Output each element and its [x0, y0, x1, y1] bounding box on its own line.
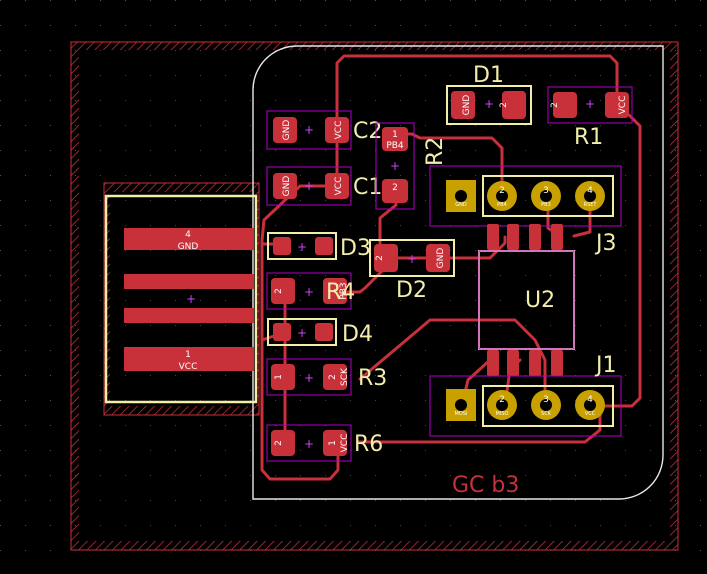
svg-text:+: +: [585, 97, 595, 111]
svg-text:+: +: [304, 437, 314, 451]
svg-text:PB3: PB3: [339, 282, 349, 299]
svg-text:VCC: VCC: [585, 411, 596, 417]
svg-text:J1: J1: [594, 353, 617, 378]
connector-pad-vcc: [124, 347, 254, 371]
component-d1: GND 2 + D1: [446, 63, 532, 125]
svg-text:+: +: [297, 240, 307, 254]
component-d3: + D3: [267, 232, 371, 261]
svg-text:R3: R3: [358, 366, 387, 391]
svg-text:+: +: [297, 326, 307, 340]
svg-text:2: 2: [499, 102, 509, 108]
svg-text:4: 4: [185, 230, 191, 240]
svg-text:1: 1: [328, 440, 338, 446]
component-r4: 2 1 PB3 + R4: [266, 272, 355, 310]
svg-text:R2: R2: [423, 137, 448, 166]
component-c1: GND VCC + C1: [266, 166, 382, 206]
svg-text:U2: U2: [525, 288, 555, 313]
svg-text:R1: R1: [574, 125, 603, 150]
svg-text:GND: GND: [462, 95, 472, 116]
component-j1: 2 3 4 MOSI MISO SCK VCC J1: [429, 353, 622, 437]
svg-text:D2: D2: [396, 278, 427, 303]
component-d4: + D4: [267, 318, 373, 347]
svg-text:GND: GND: [282, 176, 292, 197]
svg-text:D1: D1: [473, 63, 504, 88]
svg-text:SCK: SCK: [541, 411, 552, 417]
svg-text:D3: D3: [340, 236, 371, 261]
component-d2: 2 GND + D2: [369, 239, 455, 303]
svg-text:+: +: [407, 252, 417, 266]
svg-text:2: 2: [392, 183, 398, 193]
svg-text:+: +: [186, 292, 196, 306]
svg-text:J3: J3: [594, 231, 617, 256]
svg-text:GND: GND: [178, 242, 199, 252]
svg-text:VCC: VCC: [334, 121, 344, 140]
svg-text:2: 2: [274, 288, 284, 294]
svg-text:VCC: VCC: [618, 96, 628, 115]
svg-text:2: 2: [550, 102, 560, 108]
svg-text:+: +: [304, 371, 314, 385]
svg-text:4: 4: [587, 186, 593, 196]
board-label: GC b3: [452, 473, 519, 498]
component-r1: 2 VCC + R1: [547, 86, 633, 150]
svg-text:GND: GND: [282, 120, 292, 141]
svg-text:VCC: VCC: [179, 362, 198, 372]
svg-text:2: 2: [499, 186, 505, 196]
svg-text:MISO: MISO: [496, 411, 509, 417]
svg-text:VCC: VCC: [340, 434, 350, 453]
svg-text:+: +: [484, 97, 494, 111]
component-r2: 1 PB4 2 + R2: [375, 122, 448, 210]
connector-pad-3: [124, 308, 254, 323]
svg-text:C1: C1: [353, 175, 382, 200]
connector-pad-2: [124, 274, 254, 289]
component-r3: 1 2 SCK + R3: [266, 358, 387, 396]
svg-text:GND: GND: [436, 248, 446, 269]
component-u2: U2: [478, 224, 575, 376]
svg-text:PB3: PB3: [541, 202, 551, 208]
svg-text:VCC: VCC: [334, 177, 344, 196]
svg-text:SCK: SCK: [340, 367, 350, 386]
svg-text:MOSI: MOSI: [455, 411, 468, 417]
svg-text:2: 2: [328, 374, 338, 380]
svg-text:RSET: RSET: [584, 202, 598, 208]
svg-text:1: 1: [274, 374, 284, 380]
svg-text:4: 4: [587, 395, 593, 405]
component-j3: 2 3 4 GND PB4 PB3 RSET J3: [429, 165, 622, 256]
svg-text:+: +: [304, 123, 314, 137]
svg-text:2: 2: [375, 255, 385, 261]
svg-text:2: 2: [499, 395, 505, 405]
svg-text:+: +: [304, 179, 314, 193]
svg-text:1: 1: [392, 130, 398, 140]
svg-text:R6: R6: [354, 432, 383, 457]
component-r6: 2 1 VCC + R6: [266, 424, 383, 462]
svg-text:PB4: PB4: [386, 141, 404, 151]
svg-text:GND: GND: [455, 202, 467, 208]
svg-text:+: +: [304, 285, 314, 299]
svg-text:1: 1: [328, 288, 338, 294]
svg-text:1: 1: [185, 350, 191, 360]
svg-text:3: 3: [543, 186, 549, 196]
connector-pad-gnd: [124, 228, 254, 250]
board-edge: [252, 45, 664, 500]
svg-text:2: 2: [274, 440, 284, 446]
svg-text:PB4: PB4: [497, 202, 507, 208]
svg-text:+: +: [390, 159, 400, 173]
svg-text:3: 3: [543, 395, 549, 405]
svg-text:R4: R4: [326, 280, 355, 305]
svg-text:D4: D4: [342, 322, 373, 347]
edge-connector: 4 GND 1 VCC +: [104, 194, 258, 404]
